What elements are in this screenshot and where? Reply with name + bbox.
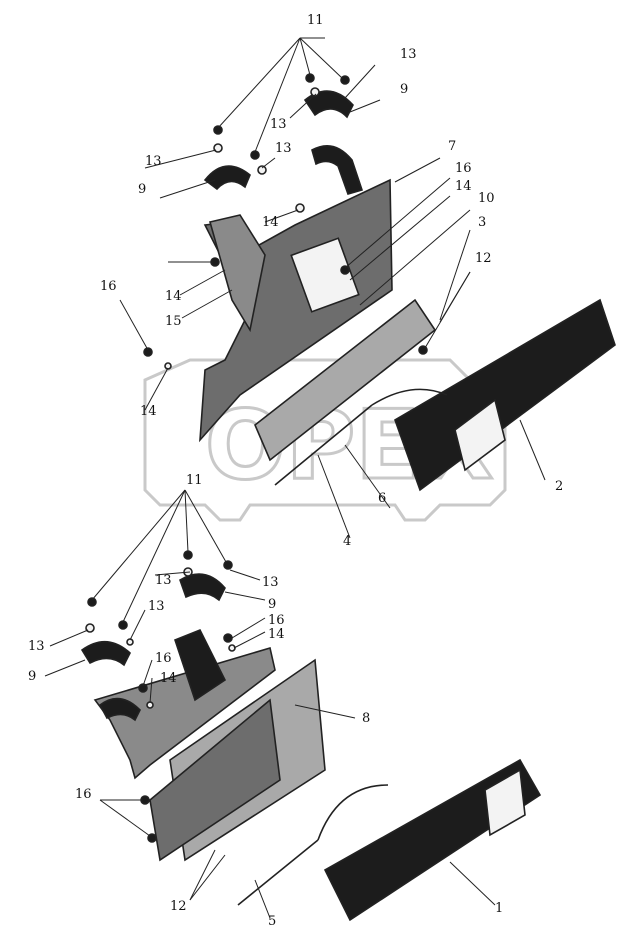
callout-16-b: 16 — [100, 279, 117, 294]
callout-13-d: 13 — [145, 154, 162, 169]
rear-lamp-2 — [394, 298, 616, 492]
callout-15: 15 — [165, 314, 182, 329]
leader-lines — [44, 37, 546, 919]
callout-13-h: 13 — [28, 639, 45, 654]
clamp-9-upper-right — [303, 90, 354, 119]
clamp-9-upper-left — [203, 165, 251, 191]
bolt-11-b — [250, 150, 260, 160]
nut-16-c — [223, 633, 233, 643]
callout-5: 5 — [268, 914, 276, 929]
washer-13-c — [310, 87, 320, 97]
callout-8: 8 — [362, 711, 370, 726]
callout-9-a: 9 — [400, 82, 408, 97]
bolt-16-b — [143, 347, 153, 357]
clamp-9-lower-left — [80, 640, 131, 667]
callout-16-a: 16 — [455, 161, 472, 176]
washer-13-a — [213, 143, 223, 153]
callout-6: 6 — [378, 491, 386, 506]
bolt-11-f — [118, 620, 128, 630]
clamp-lower-base — [98, 697, 141, 722]
bracket-arm-lower — [174, 628, 227, 702]
callout-11-bottom: 11 — [186, 473, 203, 488]
bracket-arm-15 — [209, 214, 266, 333]
callout-14-b: 14 — [262, 215, 279, 230]
callout-9-c: 9 — [268, 597, 276, 612]
bolt-11-c — [305, 73, 315, 83]
callout-7: 7 — [448, 139, 456, 154]
bolt-11-a — [213, 125, 223, 135]
callout-4: 4 — [343, 534, 351, 549]
callout-3: 3 — [478, 215, 486, 230]
callout-13-b: 13 — [270, 117, 287, 132]
callout-14-a: 14 — [455, 179, 472, 194]
callout-12-b: 12 — [170, 899, 187, 914]
callout-16-d: 16 — [155, 651, 172, 666]
callout-13-e: 13 — [155, 573, 172, 588]
callout-13-f: 13 — [262, 575, 279, 590]
bracket-window — [290, 237, 360, 313]
callout-12-a: 12 — [475, 251, 492, 266]
clamp-9-lower-right — [179, 573, 226, 602]
callout-14-f: 14 — [160, 671, 177, 686]
callout-9-d: 9 — [28, 669, 36, 684]
callout-9-b: 9 — [138, 182, 146, 197]
cable-lower — [317, 784, 389, 841]
plate-10 — [254, 298, 437, 462]
bolt-11-g — [183, 550, 193, 560]
rod-5 — [237, 839, 319, 906]
nut-16-d — [138, 683, 148, 693]
rear-lamp-1-lens — [484, 768, 526, 837]
callout-11-top: 11 — [307, 13, 324, 28]
callout-14-c: 14 — [165, 289, 182, 304]
callout-13-a: 13 — [400, 47, 417, 62]
rear-lamp-2-lens — [454, 398, 506, 472]
callout-10: 10 — [478, 191, 495, 206]
cable-6 — [371, 388, 448, 406]
clamp-9-mid — [311, 144, 364, 195]
bolt-11-e — [87, 597, 97, 607]
bolt-11-h — [223, 560, 233, 570]
bottom-bracket-assembly — [80, 550, 542, 922]
bracket-plate-lower — [93, 646, 276, 780]
callout-16-c: 16 — [268, 613, 285, 628]
nut-16-a — [340, 265, 350, 275]
top-bracket-assembly — [143, 73, 616, 492]
callout-14-d: 14 — [140, 404, 157, 419]
callout-13-g: 13 — [148, 599, 165, 614]
bolt-11-d — [340, 75, 350, 85]
callout-14-e: 14 — [268, 627, 285, 642]
plate-8-inner — [149, 698, 281, 862]
washer-13-b — [257, 165, 267, 175]
rod-4 — [274, 404, 373, 486]
callout-labels: 11 13 9 13 13 13 9 7 16 14 10 14 3 12 16… — [28, 13, 563, 929]
callout-13-c: 13 — [275, 141, 292, 156]
callout-1: 1 — [495, 901, 503, 916]
callout-16-e: 16 — [75, 787, 92, 802]
callout-2: 2 — [555, 479, 563, 494]
